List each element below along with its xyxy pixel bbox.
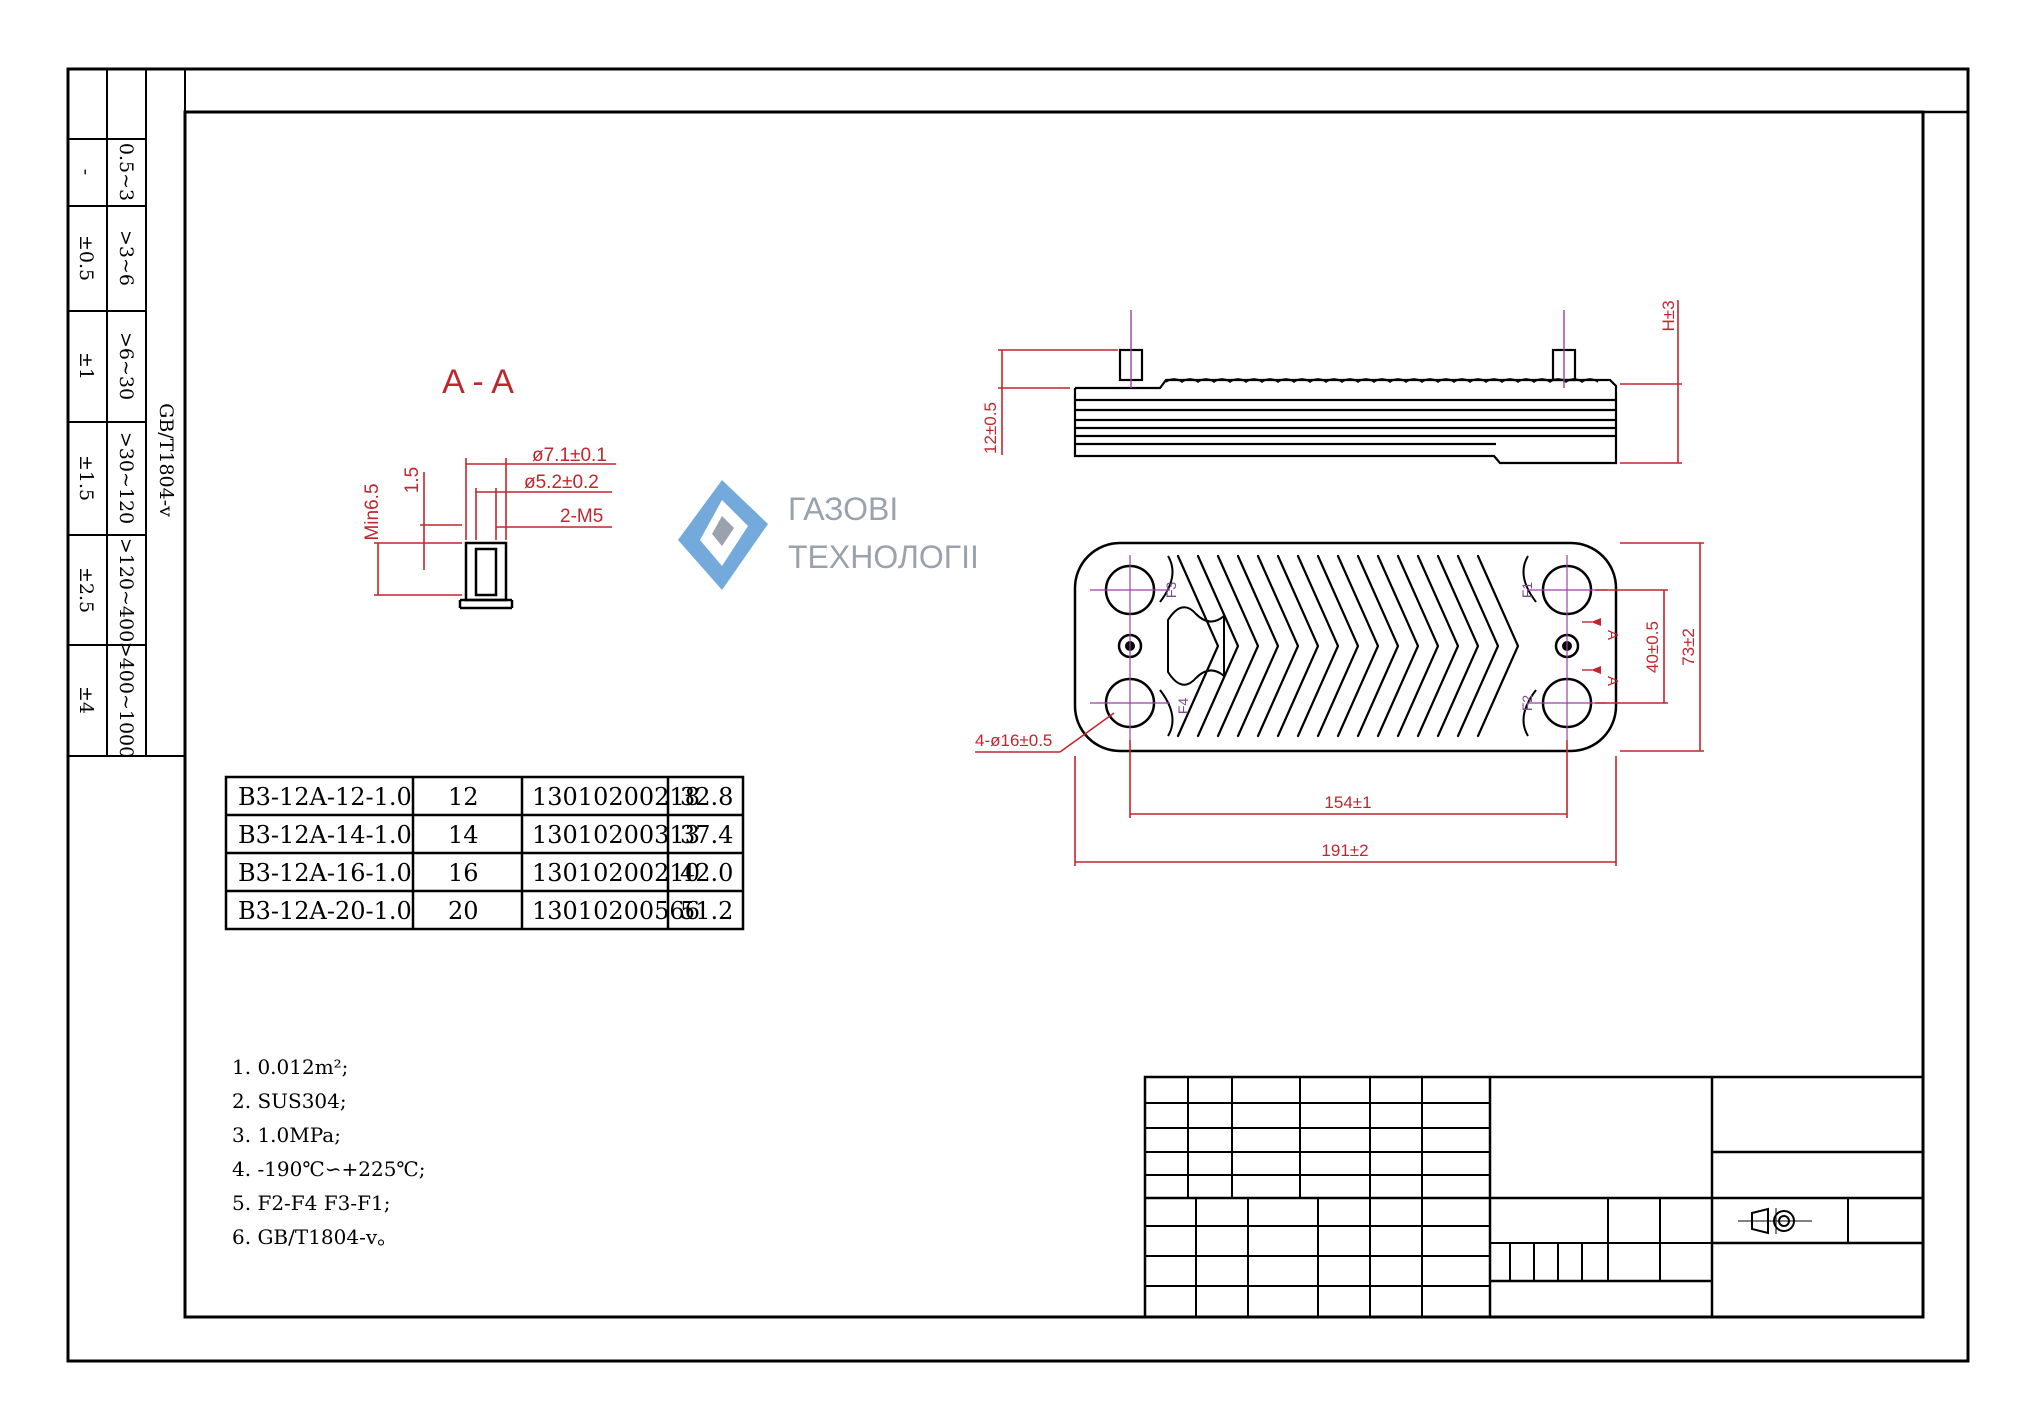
title-block — [1143, 1075, 1925, 1319]
table-row-3-plates: 16 — [448, 859, 479, 887]
dim-width: 73±2 — [1679, 628, 1698, 666]
table-row-1-code: 13010200218 — [532, 783, 700, 811]
section-view: A - A ø7.1±0.1 ø5.2±0.2 — [362, 363, 616, 610]
section-mark-top: A — [1604, 630, 1621, 640]
table-row-3-model: B3-12A-16-1.0 — [238, 859, 412, 887]
inner-border — [183, 110, 1925, 1319]
watermark-logo: ГАЗОВІ ТЕХНОЛОГІІ — [678, 480, 979, 590]
port-label-f3: F3 — [1163, 582, 1179, 599]
table-row-3-code: 13010200210 — [532, 859, 700, 887]
table-row-4-model: B3-12A-20-1.0 — [238, 897, 412, 925]
note-2: 2. SUS304; — [232, 1089, 347, 1113]
port-label-f1: F1 — [1519, 582, 1535, 599]
dim-port-spacing: 154±1 — [1324, 793, 1371, 812]
table-row-2-value: 37.4 — [680, 821, 733, 849]
tolerance-standard-label: GB/T1804-v — [155, 403, 177, 517]
note-4: 4. -190℃∽+225℃; — [232, 1157, 426, 1181]
dim-thread: 2-M5 — [560, 506, 603, 527]
tolerance-range-5: >120~400 — [115, 538, 137, 642]
tolerance-value-2: ±0.5 — [75, 235, 97, 281]
note-5: 5. F2-F4 F3-F1; — [232, 1191, 390, 1215]
table-row-4-plates: 20 — [448, 897, 479, 925]
table-row-4-value: 51.2 — [680, 897, 733, 925]
tolerance-value-5: ±2.5 — [75, 567, 97, 613]
tolerance-value-3: ±1 — [75, 352, 97, 380]
section-mark-bottom: A — [1604, 676, 1621, 686]
dim-min-depth: Min6.5 — [362, 483, 383, 540]
outer-border — [66, 67, 1970, 1363]
tolerance-range-1: 0.5~3 — [115, 143, 137, 201]
tolerance-value-1: - — [75, 169, 97, 175]
section-title: A - A — [442, 363, 514, 401]
port-label-f4: F4 — [1175, 698, 1191, 715]
note-3: 3. 1.0MPa; — [232, 1123, 341, 1147]
dim-side-offset: 12±0.5 — [981, 402, 1000, 454]
tolerance-strip-text: 0.5~3 - >3~6 ±0.5 >6~30 ±1 >30~120 ±1.5 … — [75, 143, 177, 758]
table-row-1-plates: 12 — [448, 783, 479, 811]
watermark-line1: ГАЗОВІ — [788, 491, 898, 527]
table-row-2-code: 13010200313 — [532, 821, 700, 849]
dim-depth: 1.5 — [402, 467, 423, 493]
dim-outer-diameter: ø7.1±0.1 — [532, 445, 607, 466]
watermark-line2: ТЕХНОЛОГІІ — [788, 539, 979, 575]
dim-length: 191±2 — [1321, 841, 1368, 860]
tolerance-range-4: >30~120 — [115, 432, 137, 524]
tolerance-strip — [68, 69, 186, 757]
projection-symbol-icon — [1738, 1207, 1812, 1235]
dim-holes: 4-ø16±0.5 — [975, 731, 1052, 750]
dim-height: H±3 — [1659, 300, 1678, 331]
port-label-f2: F2 — [1519, 695, 1535, 712]
note-6: 6. GB/T1804-v。 — [232, 1225, 397, 1249]
dim-port-vertical: 40±0.5 — [1643, 621, 1662, 673]
table-row-3-value: 42.0 — [680, 859, 733, 887]
table-row-1-value: 32.8 — [680, 783, 733, 811]
tolerance-range-3: >6~30 — [115, 332, 137, 400]
models-table: B3-12A-12-1.0 12 13010200218 32.8 B3-12A… — [224, 775, 745, 931]
table-row-1-model: B3-12A-12-1.0 — [238, 783, 412, 811]
table-row-2-model: B3-12A-14-1.0 — [238, 821, 412, 849]
tolerance-range-6: >400~1000 — [115, 642, 137, 758]
note-1: 1. 0.012m²; — [232, 1055, 348, 1079]
tolerance-range-2: >3~6 — [115, 230, 137, 286]
dim-inner-diameter: ø5.2±0.2 — [524, 472, 599, 493]
tolerance-value-4: ±1.5 — [75, 455, 97, 501]
front-view: A A F3 F4 F1 F2 73±2 40±0 — [975, 541, 1704, 866]
notes: 1. 0.012m²; 2. SUS304; 3. 1.0MPa; 4. -19… — [232, 1055, 426, 1249]
table-row-2-plates: 14 — [448, 821, 479, 849]
table-row-4-code: 13010200566 — [532, 897, 700, 925]
tolerance-value-6: ±4 — [75, 686, 97, 714]
plate-outline — [1073, 541, 1618, 753]
side-view: 12±0.5 H±3 — [981, 300, 1682, 465]
